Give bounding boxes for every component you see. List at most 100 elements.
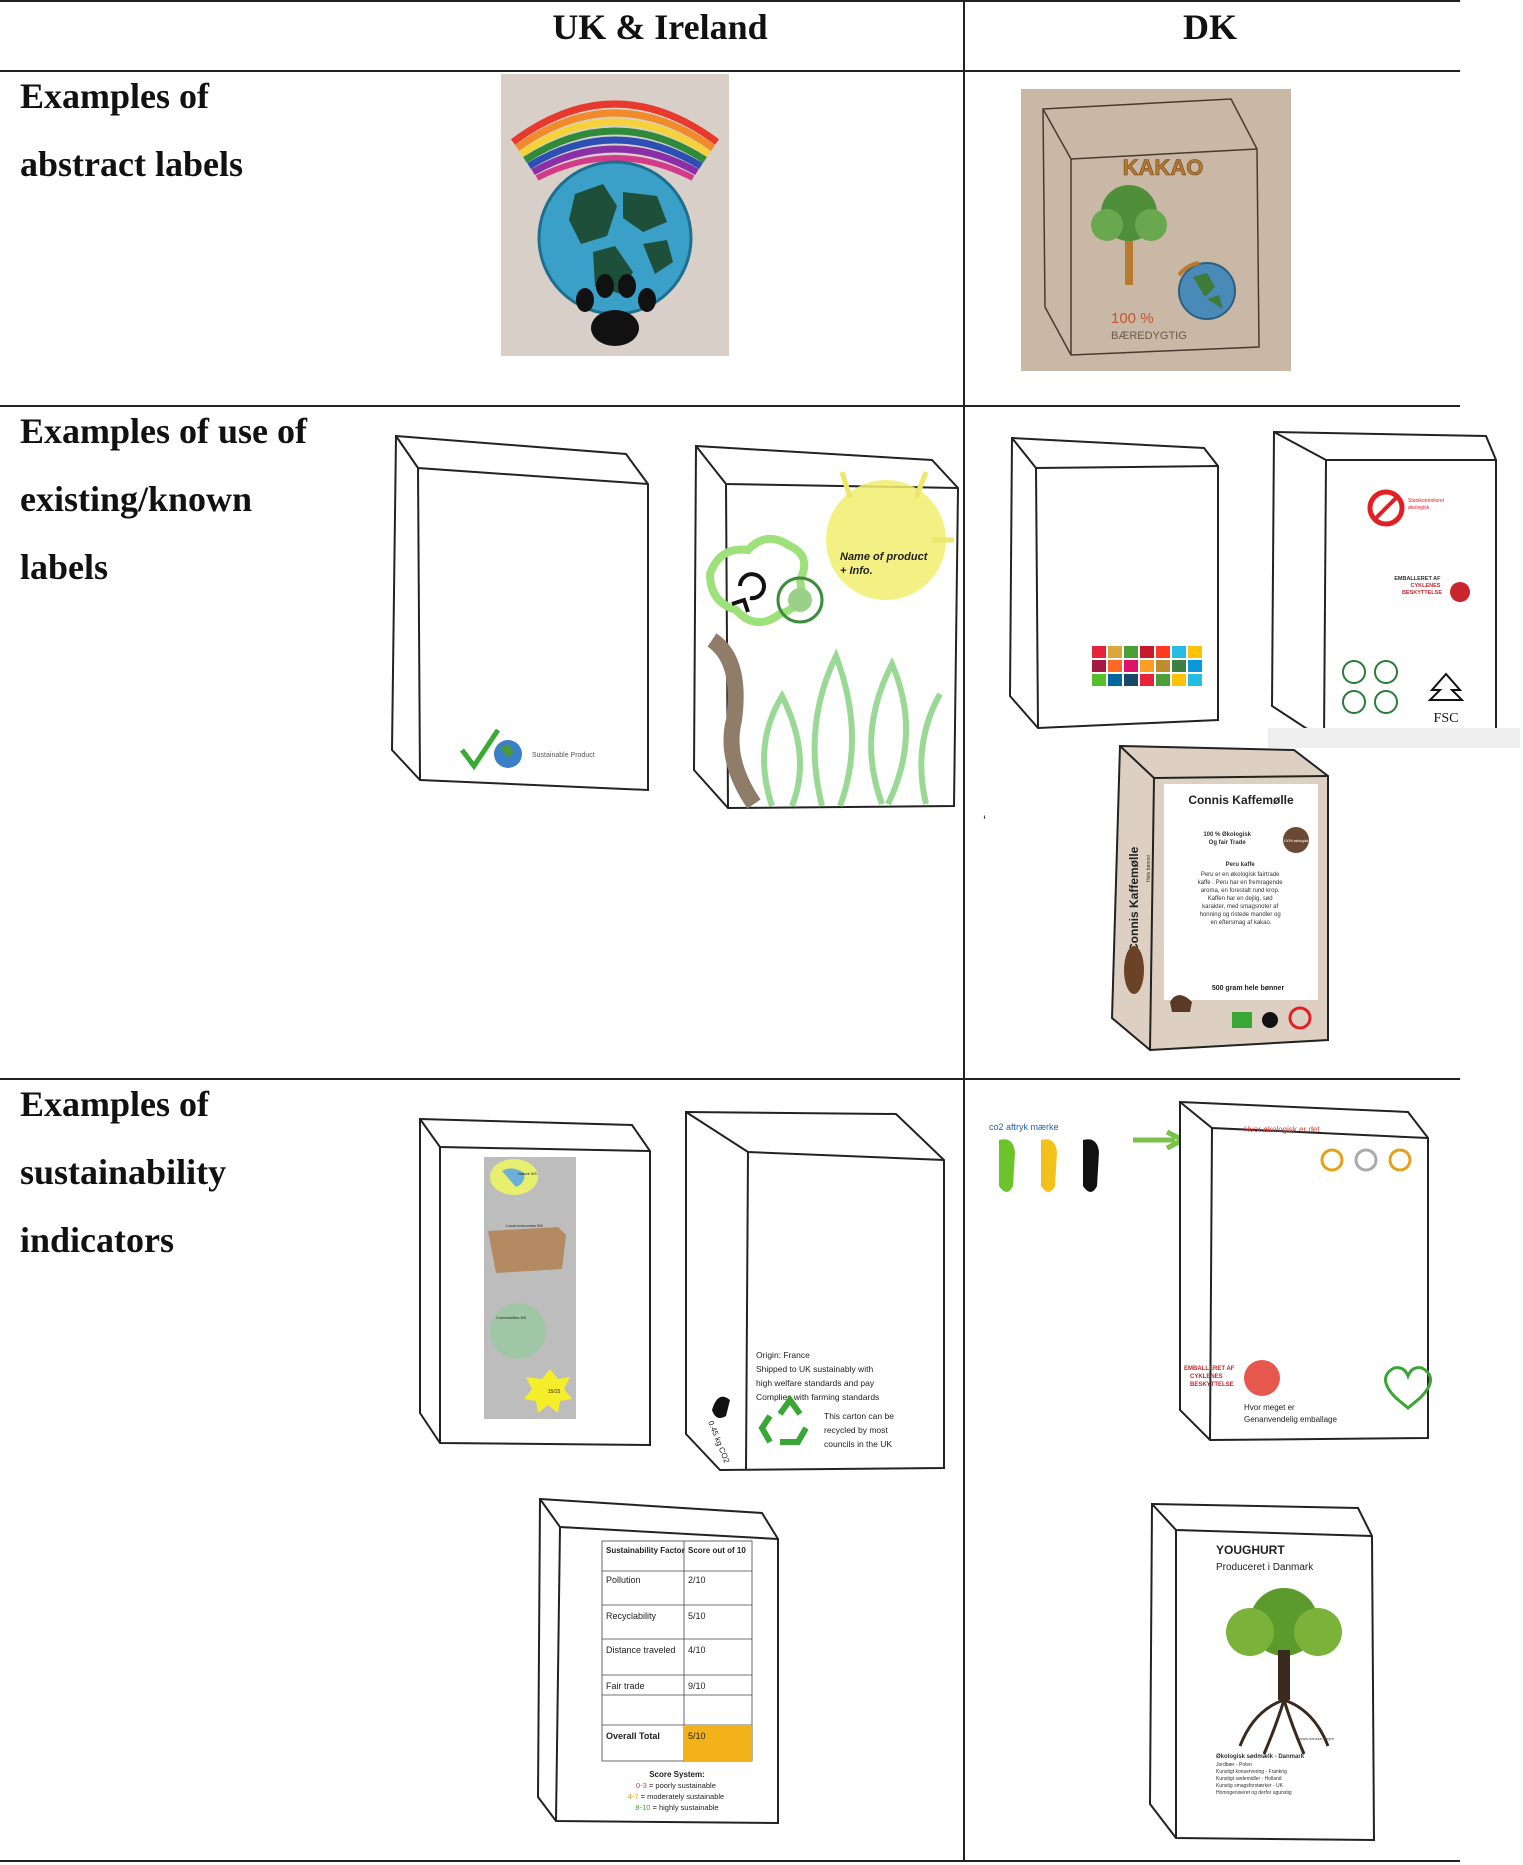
- packaging-line: CYKLENES: [1411, 583, 1441, 589]
- row-header-existing: Examples of use of existing/known labels: [20, 397, 350, 601]
- uk-indicator-box-score-table: Sustainability Factor Score out of 10 Po…: [536, 1497, 779, 1825]
- recycle-line: councils in the UK: [824, 1439, 892, 1449]
- sustainable-product-label: Sustainable Product: [532, 752, 595, 759]
- eco-seal-icon: [1388, 1148, 1412, 1172]
- yoghurt-info: Økologisk sødmælk - Danmark Jordbær - Po…: [1216, 1754, 1305, 1796]
- recycle-line: This carton can be: [824, 1411, 894, 1421]
- seal-icon: [1244, 1360, 1280, 1396]
- header-rule: [0, 70, 1460, 72]
- score-total-value: 5/10: [688, 1731, 706, 1741]
- origin-line: Complies with farming standards: [756, 1392, 879, 1402]
- score-header: Score out of 10: [688, 1546, 746, 1555]
- score-range-text: = moderately sustainable: [639, 1792, 725, 1801]
- leaf-icon: [1374, 660, 1398, 684]
- eco-seal-icon: [776, 576, 824, 624]
- origin-line: Origin: France: [756, 1350, 810, 1360]
- column-header-uk: UK & Ireland: [552, 7, 768, 47]
- eco-bottom-text: Hvor meget er Genanvendelig emballage: [1244, 1403, 1338, 1424]
- okologisk-label-text: Statskontrolleret økologisk: [1408, 498, 1446, 511]
- tree-icon: [1226, 1588, 1342, 1755]
- packaging-line: EMBALLERET AF: [1394, 576, 1441, 582]
- packaging-line: EMBALLERET AF: [1184, 1366, 1235, 1372]
- yoghurt-info-line: Jordbær - Polen: [1216, 1762, 1252, 1768]
- coffee-line: Og fair Trade: [1209, 840, 1247, 846]
- kakao-brand: KAKAO: [1123, 155, 1204, 180]
- uk-box-sustainable-product: Sustainable Product: [390, 434, 649, 792]
- okologisk-line: Statskontrolleret: [1408, 498, 1445, 504]
- score-range: 4-7: [628, 1792, 639, 1801]
- eu-organic-icon: [1232, 1012, 1252, 1028]
- column-divider: [963, 0, 965, 1862]
- uk-indicator-box-origin: Origin: France Shipped to UK sustainably…: [685, 1110, 945, 1472]
- coffee-weight: 500 gram hele bønner: [1212, 985, 1285, 992]
- row-header-abstract: Examples of abstract labels: [20, 62, 350, 198]
- row-header-line: Examples of use of: [20, 411, 307, 451]
- coffee-beans-icon: [1124, 946, 1144, 994]
- yoghurt-info-line: Homogeniseret og derfor ugunstig: [1216, 1790, 1292, 1796]
- table-bottom-rule: [0, 1860, 1460, 1862]
- score-factor: Recyclability: [606, 1611, 657, 1621]
- sdg-goals-icon: [1092, 646, 1202, 686]
- column-header-dk: DK: [1183, 7, 1237, 47]
- leaf-icon: [1342, 660, 1366, 684]
- score-range: 8-10: [635, 1803, 650, 1812]
- svg-text:0-3 = poorly sustainable: 0-3 = poorly sustainable 4-7 = moderatel…: [628, 1781, 727, 1812]
- coffee-line: kaffe . Peru har en fremragende: [1198, 880, 1284, 886]
- yoghurt-info-line: Kunstigt sødemidler - Holland: [1216, 1776, 1282, 1782]
- packaging-line: BESKYTTELSE: [1190, 1382, 1234, 1388]
- product-info-text: Name of product + Info.: [840, 551, 930, 577]
- origin-line: high welfare standards and pay: [756, 1378, 875, 1388]
- packaging-text: EMBALLERET AF CYKLENES BESKYTTELSE: [1394, 576, 1442, 596]
- score-value: 2/10: [688, 1575, 706, 1585]
- score-range-text: = highly sustainable: [650, 1803, 718, 1812]
- coffee-line: aroma, en forestalt rund krop.: [1201, 888, 1280, 894]
- score-range: 0-3: [636, 1781, 647, 1790]
- seal-icon: [1450, 582, 1470, 602]
- okologisk-label-icon: Statskontrolleret økologisk: [1367, 489, 1446, 527]
- kakao-claim: BÆREDYGTIG: [1111, 330, 1187, 342]
- leaf-icon: [1374, 690, 1398, 714]
- dk-box-sdg: [1008, 436, 1219, 730]
- row-header-line: existing/known: [20, 479, 253, 519]
- coffee-line: honning og ristede mandler og: [1200, 912, 1281, 918]
- row-header-line: Examples of: [20, 1084, 209, 1124]
- coffee-line: en eftersmag af kakao.: [1210, 920, 1271, 926]
- packaging-line: BESKYTTELSE: [1402, 590, 1442, 596]
- row-header-line: sustainability: [20, 1152, 227, 1192]
- coffee-line: Peru kaffe: [1226, 862, 1256, 868]
- coffee-body: 100 % Økologisk Og fair Trade Peru kaffe…: [1198, 832, 1285, 926]
- leaf-icon: [1342, 690, 1366, 714]
- eco-seal-icon: [1354, 1148, 1378, 1172]
- kakao-percent: 100 %: [1111, 310, 1154, 327]
- recycle-line: recycled by most: [824, 1425, 888, 1435]
- indicator-score: 15/15: [548, 1389, 561, 1395]
- organic-badge-icon: [1283, 827, 1309, 853]
- score-factor: Distance traveled: [606, 1645, 676, 1655]
- score-factor: Pollution: [606, 1575, 641, 1585]
- score-value: 4/10: [688, 1645, 706, 1655]
- fairtrade-icon: [1262, 1012, 1278, 1028]
- yoghurt-url: www.danske.mejeri: [1300, 1736, 1335, 1741]
- row-header-indicators: Examples of sustainability indicators: [20, 1070, 350, 1274]
- uk-box-doodle: Name of product + Info.: [692, 444, 960, 810]
- eco-title: Hvor økologisk er det: [1244, 1125, 1320, 1134]
- product-info-line: Name of product: [840, 551, 929, 563]
- uk-indicator-box-nature: Nature 5/5 Local economies 5/5 Communiti…: [419, 1117, 651, 1447]
- footprint-yellow-icon: [1041, 1139, 1057, 1192]
- footprint-green-icon: [999, 1139, 1015, 1192]
- okologisk-icon: [1288, 1006, 1312, 1030]
- eco-bottom-line: Genanvendelig emballage: [1244, 1415, 1338, 1424]
- coffee-cup-icon: [1170, 995, 1192, 1012]
- dk-indicator-co2: co2 aftryk mærke: [989, 1122, 1099, 1192]
- eco-bottom-line: Hvor meget er: [1244, 1403, 1295, 1412]
- recycle-icon: [758, 1394, 809, 1445]
- product-info-line: + Info.: [840, 565, 873, 577]
- coffee-side-sub: Hele bønner: [1146, 854, 1152, 882]
- score-star-icon: [524, 1369, 572, 1413]
- score-header: Sustainability Factor: [606, 1546, 685, 1555]
- indicator-item: Nature 5/5: [518, 1171, 537, 1176]
- co2-label: co2 aftryk mærke: [989, 1122, 1059, 1132]
- stray-mark: ‘: [983, 812, 987, 828]
- row-header-line: labels: [20, 547, 109, 587]
- table-top-rule: [0, 0, 1460, 2]
